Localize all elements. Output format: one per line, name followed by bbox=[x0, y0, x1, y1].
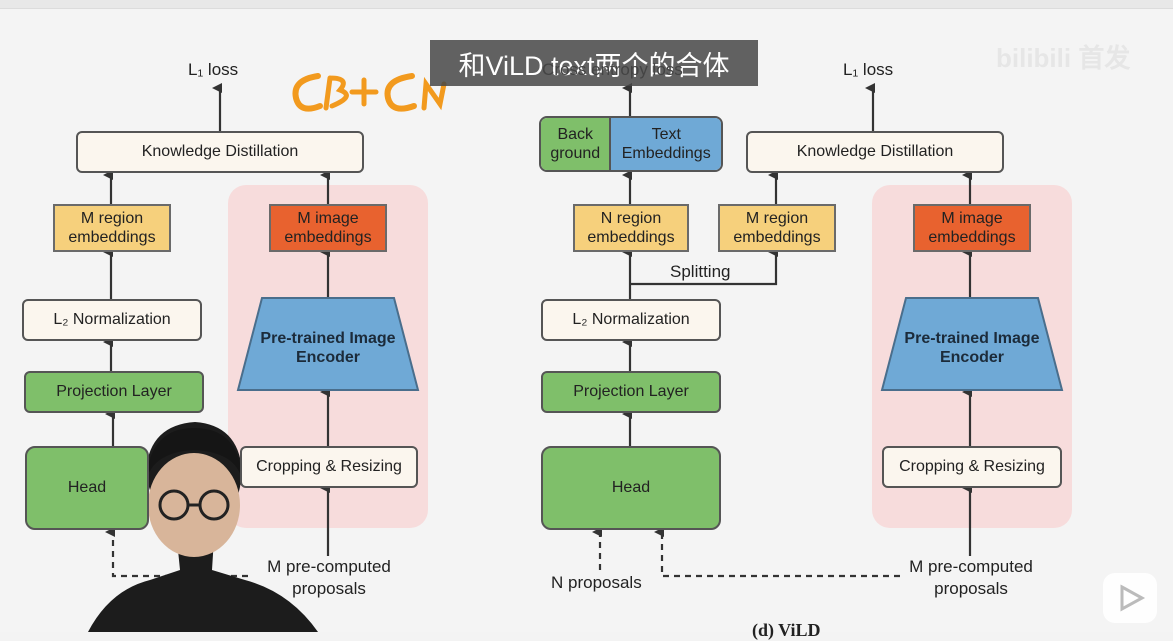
left-image-embeddings: M image embeddings bbox=[269, 204, 387, 252]
left-image-encoder: Pre-trained Image Encoder bbox=[260, 329, 396, 366]
right-l1-loss-label: L₁ loss bbox=[843, 60, 894, 79]
right-proposals-label: M pre-computed proposals bbox=[909, 557, 1033, 599]
left-cropping-resizing: Cropping & Resizing bbox=[240, 446, 418, 488]
right-knowledge-distillation: Knowledge Distillation bbox=[746, 131, 1004, 173]
right-l2-normalization: L₂ Normalization bbox=[541, 299, 721, 341]
left-l1-loss-label: L₁ loss bbox=[188, 60, 239, 79]
left-knowledge-distillation: Knowledge Distillation bbox=[76, 131, 364, 173]
right-encoder-shape bbox=[880, 297, 1064, 391]
subtitle-overlay: 和ViLD text两个的合体 bbox=[430, 40, 758, 86]
left-head: Head bbox=[25, 446, 149, 530]
right-ce-loss-label: Cross entropy loss bbox=[542, 60, 683, 79]
right-m-region-embeddings: M region embeddings bbox=[718, 204, 836, 252]
right-cropping-resizing: Cropping & Resizing bbox=[882, 446, 1062, 488]
right-n-region-embeddings: N region embeddings bbox=[573, 204, 689, 252]
left-projection-layer: Projection Layer bbox=[24, 371, 204, 413]
figure-caption: (d) ViLD bbox=[752, 620, 821, 640]
left-l2-normalization: L₂ Normalization bbox=[22, 299, 202, 341]
right-projection-layer: Projection Layer bbox=[541, 371, 721, 413]
right-classifier: Back ground Text Embeddings bbox=[539, 116, 723, 172]
n-proposals-label: N proposals bbox=[551, 573, 642, 592]
left-region-embeddings: M region embeddings bbox=[53, 204, 171, 252]
right-image-encoder: Pre-trained Image Encoder bbox=[904, 329, 1040, 366]
top-border bbox=[0, 0, 1173, 9]
right-image-embeddings: M image embeddings bbox=[913, 204, 1031, 252]
right-head: Head bbox=[541, 446, 721, 530]
text-embeddings: Text Embeddings bbox=[611, 118, 721, 170]
left-proposals-label: M pre-computed proposals bbox=[267, 557, 391, 599]
watermark: bilibili 首发 bbox=[996, 43, 1131, 73]
background-embedding: Back ground bbox=[541, 118, 612, 170]
left-encoder-shape bbox=[236, 297, 420, 391]
splitting-label: Splitting bbox=[670, 262, 731, 281]
